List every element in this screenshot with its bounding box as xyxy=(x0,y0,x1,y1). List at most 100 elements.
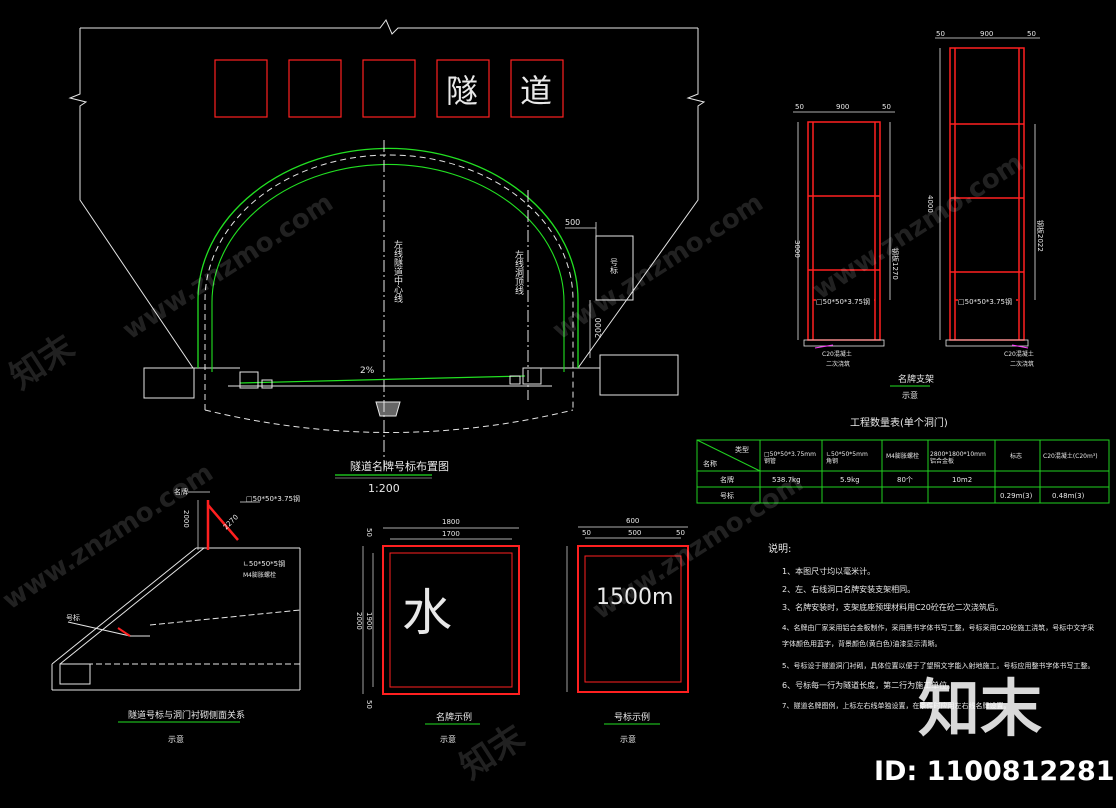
marker-dim-inner: 500 xyxy=(628,529,641,537)
sign-box-5 xyxy=(510,59,564,118)
notes-item-5: 字体颜色用蓝字，背景颜色(黄白色)油漆显示清晰。 xyxy=(782,639,941,648)
large-dim-right: 50 xyxy=(1027,30,1036,38)
side-angle-label: ∟50*50*5钢 xyxy=(243,559,285,568)
name-dim-left: 50 xyxy=(365,528,373,537)
id-label: ID: 1100812281 xyxy=(874,756,1115,787)
notes-item-4: 4、名牌由厂家采用铝合金板制作，采用黑书字体书写工整，号标采用C20砼施工浇筑，… xyxy=(782,623,1094,632)
sign-char-1: 隧 xyxy=(446,72,478,110)
marker-dim-left: 50 xyxy=(582,529,591,537)
sign-box-3 xyxy=(362,59,416,118)
portal-scale: 1:200 xyxy=(368,482,400,495)
table-row-1-c2: 5.9kg xyxy=(840,476,860,484)
small-dim-mid: 900 xyxy=(836,103,849,111)
name-dim-top: 1800 xyxy=(442,518,460,526)
small-base-sub: 二次浇筑 xyxy=(826,360,850,368)
side-beam-label: □50*50*3.75钢 xyxy=(246,494,300,503)
portal-elevation xyxy=(68,19,706,399)
notes-heading: 说明: xyxy=(768,542,791,555)
large-dim-height: 4000 xyxy=(926,195,934,213)
slope-label: 2% xyxy=(360,366,375,376)
marker-text: 1500m xyxy=(596,585,673,610)
name-sub: 示意 xyxy=(440,734,456,744)
small-dim-right: 50 xyxy=(882,103,891,111)
notes-item-6: 5、号标设于隧道洞门衬砌，具体位置以便于了望照文字能入射地施工。号标应用整书字体… xyxy=(782,661,1094,670)
marker-title: 号标示例 xyxy=(614,711,650,723)
marker-sub: 示意 xyxy=(620,734,636,744)
name-char: 水 xyxy=(402,584,452,642)
watermark-4: www.znzmo.com xyxy=(807,148,1028,306)
marker-dim-top: 600 xyxy=(626,517,639,525)
sign-box-4 xyxy=(436,59,490,118)
name-dim-inner-h: 1900 xyxy=(365,612,373,630)
watermark-2: www.znzmo.com xyxy=(547,188,768,346)
marker-dim-500: 500 xyxy=(565,218,580,227)
side-name-label: 名牌 xyxy=(174,487,188,496)
small-dim-height: 3000 xyxy=(793,240,801,258)
notes-item-7: 6、号标每一行为隧道长度，第二行为施工单位。 xyxy=(782,680,955,690)
large-beam-label: □50*50*3.75钢 xyxy=(958,297,1012,306)
side-marker-label: 号标 xyxy=(66,613,80,622)
table-row-2-c6: 0.48m(3) xyxy=(1052,492,1085,500)
side-view xyxy=(51,547,301,691)
notes-item-1: 1、本图尺寸均以毫米计。 xyxy=(782,566,875,576)
side-dim-2000: 2000 xyxy=(182,510,190,528)
sign-char-2: 道 xyxy=(520,72,552,110)
support-frame-small xyxy=(807,121,881,341)
support-title: 名牌支架 xyxy=(898,373,934,385)
large-dim-left: 50 xyxy=(936,30,945,38)
large-dim-right-side: 钢板2022 xyxy=(1036,220,1045,252)
small-dim-left: 50 xyxy=(795,103,804,111)
portal-title: 隧道名牌号标布置图 xyxy=(350,459,449,473)
notes-item-2: 2、左、右线洞口名牌安装支架相同。 xyxy=(782,584,915,594)
small-base-label: C20混凝土 xyxy=(822,350,852,358)
large-dim-mid: 900 xyxy=(980,30,993,38)
sign-box-2 xyxy=(288,59,342,118)
name-example xyxy=(362,527,520,695)
table-row-1-c3: 80个 xyxy=(897,476,913,484)
support-sub: 示意 xyxy=(902,390,918,400)
quantity-table xyxy=(696,439,1110,504)
large-base-sub: 二次浇筑 xyxy=(1010,360,1034,368)
table-row-1-name: 名牌 xyxy=(720,475,734,484)
side-sub: 示意 xyxy=(168,734,184,744)
small-dim-right-side: 钢板1270 xyxy=(891,248,900,280)
table-row-2-c5: 0.29m(3) xyxy=(1000,492,1033,500)
marker-box-label: 号标 xyxy=(610,258,619,275)
tunnel-arch xyxy=(197,147,579,433)
table-header-5: 标志 xyxy=(1010,452,1022,460)
side-title: 隧道号标与洞门衬砌侧面关系 xyxy=(128,709,245,721)
table-row-1-c4: 10m2 xyxy=(952,476,972,484)
portal-sign-boxes xyxy=(214,59,564,118)
table-corner-top: 类型 xyxy=(735,445,749,454)
watermark-logo-small: 知末 xyxy=(3,327,82,398)
side-bolt-label: M4膨胀螺栓 xyxy=(243,571,276,579)
table-title: 工程数量表(单个洞门) xyxy=(850,416,948,429)
large-base-label: C20混凝土 xyxy=(1004,350,1034,358)
center-line-label: 左线隧道中心线 xyxy=(392,239,403,303)
side-dim-2270: 2270 xyxy=(222,513,240,531)
logo-watermark: 知末 xyxy=(918,672,1042,745)
marker-box xyxy=(595,235,634,301)
notes-item-8: 7、隧道名牌图例，上标左右线单独设置，在条件时应用左右线名牌设置。 xyxy=(782,701,1010,710)
table-header-6: C20混凝土(C20m³) xyxy=(1043,452,1098,460)
watermark-3: www.znzmo.com xyxy=(0,458,219,616)
notes-item-3: 3、名牌安装时，支架底座预埋材料用C20砼在砼二次浇筑后。 xyxy=(782,602,1003,612)
table-row-2-name: 号标 xyxy=(720,491,734,500)
marker-dim-2000: 2000 xyxy=(594,318,603,338)
sign-box-1 xyxy=(214,59,268,118)
watermark-1: www.znzmo.com xyxy=(117,188,338,346)
watermark-logo-small-2: 知末 xyxy=(453,717,532,788)
name-dim-height: 2000 xyxy=(355,612,363,630)
marker-example xyxy=(566,526,689,693)
table-header-3: M4膨胀螺栓 xyxy=(886,452,919,460)
name-title: 名牌示例 xyxy=(436,711,472,723)
small-beam-label: □50*50*3.75钢 xyxy=(816,297,870,306)
marker-dim-right: 50 xyxy=(676,529,685,537)
name-dim-bottom: 50 xyxy=(365,700,373,709)
table-corner-bottom: 名称 xyxy=(703,459,717,468)
name-dim-inner: 1700 xyxy=(442,530,460,538)
